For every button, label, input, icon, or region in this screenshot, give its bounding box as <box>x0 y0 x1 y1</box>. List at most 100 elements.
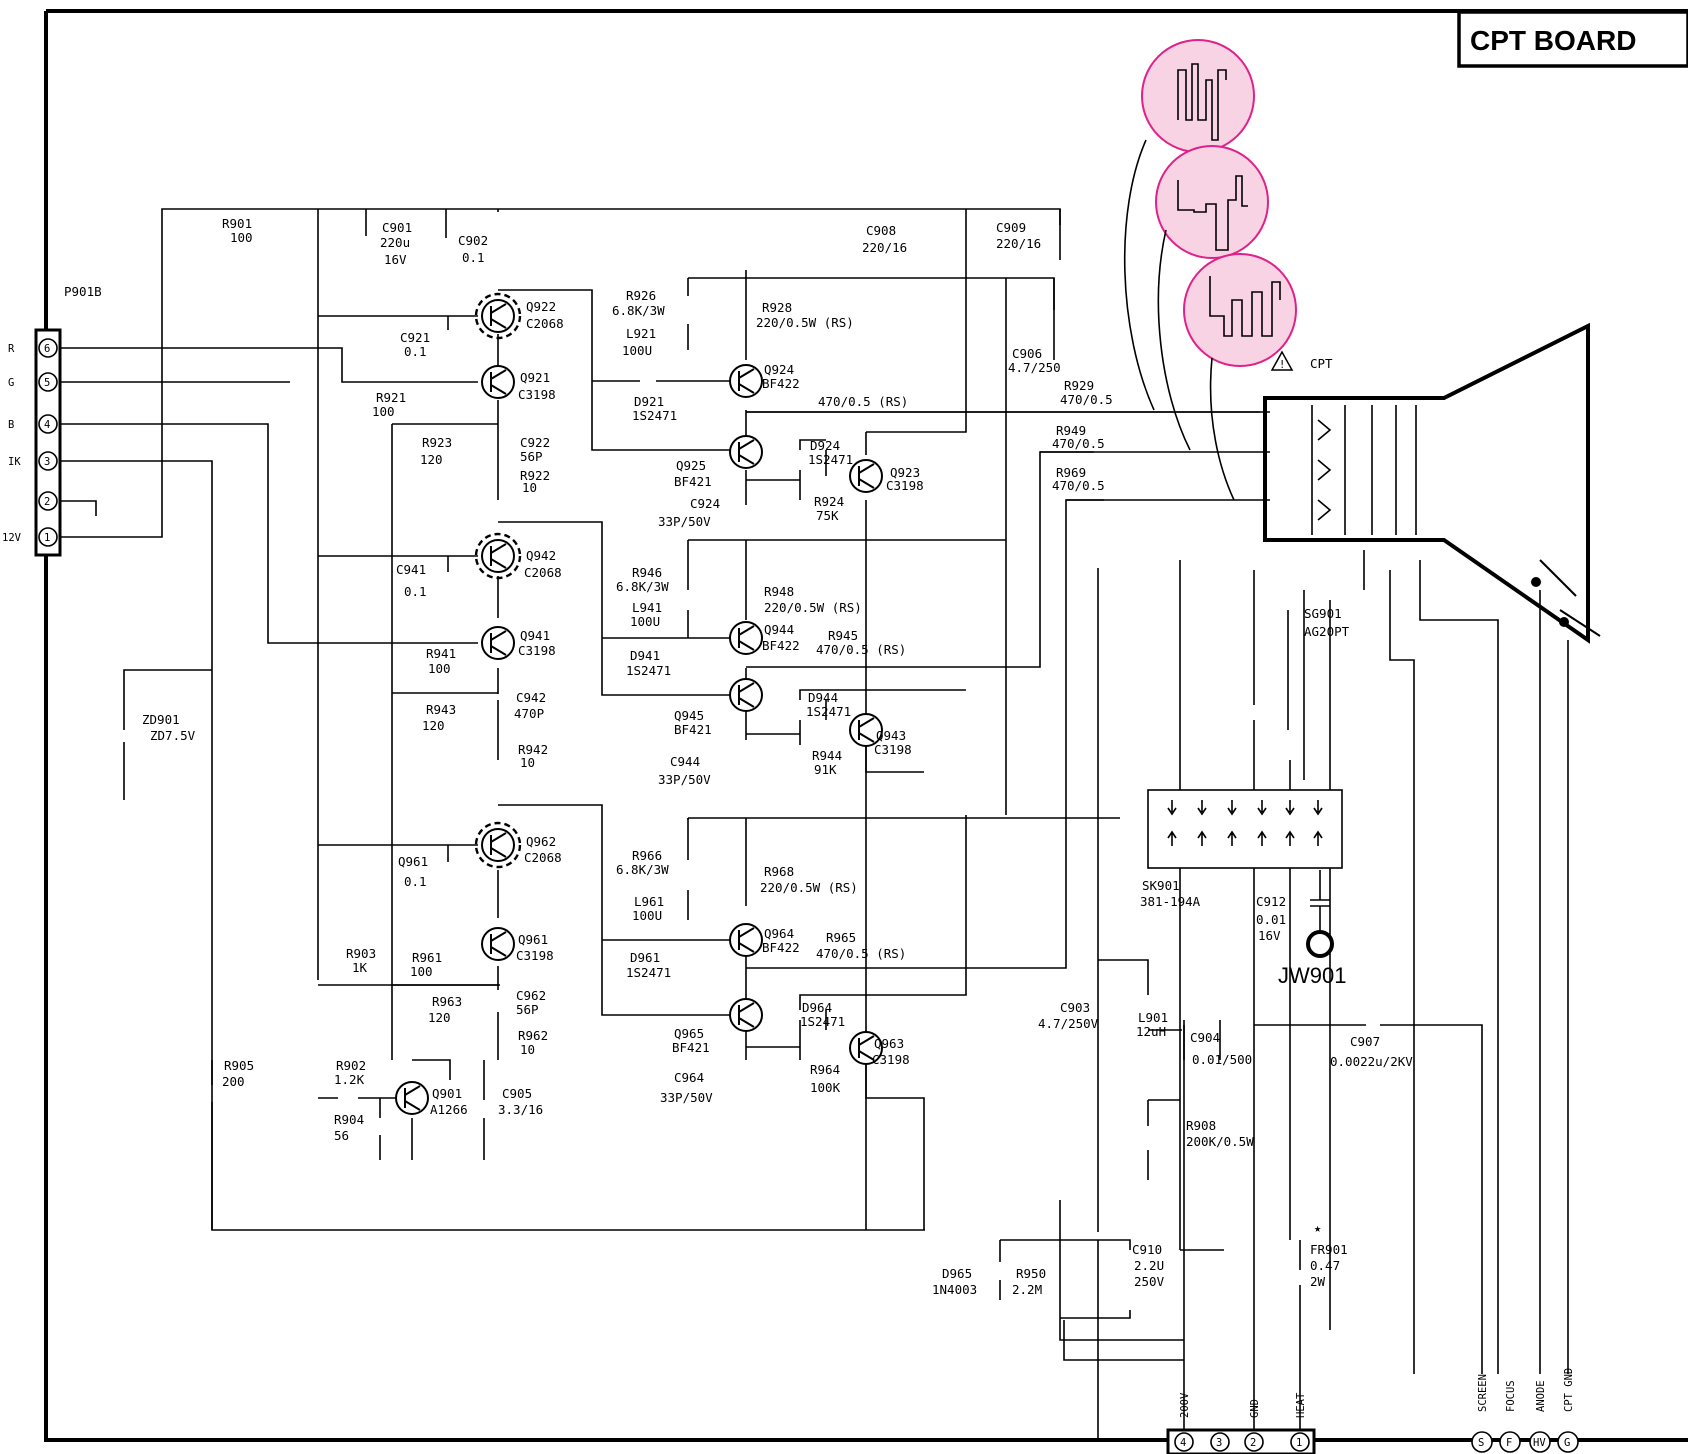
component-label: R946 <box>632 565 662 580</box>
component-label: C3198 <box>886 478 924 493</box>
component-label: 16V <box>1258 928 1281 943</box>
jw-label: JW901 <box>1278 963 1346 988</box>
socket-pin <box>1167 800 1177 846</box>
component-label: D941 <box>630 648 660 663</box>
component-label: 33P/50V <box>658 514 711 529</box>
component-label: C924 <box>690 496 720 511</box>
component-label: 12uH <box>1136 1024 1166 1039</box>
component-label: Q941 <box>520 628 550 643</box>
component-label: 470/0.5 <box>1052 436 1105 451</box>
component-label: Q901 <box>432 1086 462 1101</box>
component-label: Q921 <box>520 370 550 385</box>
component-label: 33P/50V <box>660 1090 713 1105</box>
svg-text:!: ! <box>1279 359 1285 371</box>
component-label: 1.2K <box>334 1072 365 1087</box>
component-label: Q922 <box>526 299 556 314</box>
component-label: 250V <box>1134 1274 1165 1289</box>
component-label: 470/0.5 <box>1052 478 1105 493</box>
component-label: Q925 <box>676 458 706 473</box>
component-label: 220/16 <box>862 240 907 255</box>
pin-number: 5 <box>44 377 50 389</box>
component-label: Q961 <box>398 854 428 869</box>
component-label: R963 <box>432 994 462 1009</box>
component-label: 0.1 <box>404 874 427 889</box>
component-label: C906 <box>1012 346 1042 361</box>
component-label: R901 <box>222 216 252 231</box>
transistor-symbol <box>481 927 515 961</box>
terminal-label: CPT GND <box>1563 1368 1575 1412</box>
terminal-symbol: F <box>1506 1437 1512 1449</box>
component-label: 100 <box>372 404 395 419</box>
pin-number: 6 <box>44 343 50 355</box>
component-label: 3.3/16 <box>498 1102 543 1117</box>
component-label: R950 <box>1016 1266 1046 1281</box>
component-label: C941 <box>396 562 426 577</box>
component-label: 56P <box>516 1002 539 1017</box>
component-label: 220/16 <box>996 236 1041 251</box>
component-label: C942 <box>516 690 546 705</box>
component-label: R962 <box>518 1028 548 1043</box>
component-label: 200K/0.5W <box>1186 1134 1254 1149</box>
component-label: 470/0.5 (RS) <box>816 642 906 657</box>
component-label: R922 <box>520 468 550 483</box>
transistor-symbol <box>481 365 515 399</box>
component-label: R948 <box>764 584 794 599</box>
component-label: C904 <box>1190 1030 1220 1045</box>
component-label: 381-194A <box>1140 894 1201 909</box>
component-label: R929 <box>1064 378 1094 393</box>
transistor-symbol <box>729 923 763 957</box>
component-label: BF421 <box>674 722 712 737</box>
component-label: Q964 <box>764 926 794 941</box>
component-label: R905 <box>224 1058 254 1073</box>
component-label: 220u <box>380 235 410 250</box>
component-label: 4.7/250 <box>1008 360 1061 375</box>
terminal-circle <box>1499 1431 1521 1453</box>
transistor-symbol <box>849 459 883 493</box>
terminal-label: FOCUS <box>1505 1380 1517 1412</box>
pin-circle <box>38 491 58 511</box>
component-label: C3198 <box>874 742 912 757</box>
socket-pin <box>1227 800 1237 846</box>
terminal-label: ANODE <box>1535 1380 1547 1412</box>
component-label: 75K <box>816 508 839 523</box>
component-label: C2068 <box>524 565 562 580</box>
bottom-pin-label: HEAT <box>1295 1392 1307 1418</box>
pin-label: B <box>8 419 14 431</box>
waveform-blue <box>1183 253 1297 367</box>
pin-circle <box>38 372 58 392</box>
component-label: C912 <box>1256 894 1286 909</box>
component-label: Q923 <box>890 465 920 480</box>
bottom-pin-label: GND <box>1249 1399 1261 1418</box>
pin-circle <box>38 527 58 547</box>
component-label: AG20PT <box>1304 624 1350 639</box>
component-label: R943 <box>426 702 456 717</box>
transistors <box>395 292 883 1115</box>
component-label: 100 <box>428 661 451 676</box>
component-label: 33P/50V <box>658 772 711 787</box>
pin-circle <box>38 414 58 434</box>
bottom-pin-circle <box>1290 1432 1310 1452</box>
component-label: 470/0.5 <box>1060 392 1113 407</box>
socket-pin <box>1257 800 1267 846</box>
component-label: 16V <box>384 252 407 267</box>
component-label: R908 <box>1186 1118 1216 1133</box>
pin-number: 4 <box>44 419 50 431</box>
component-label: 6.8K/3W <box>616 579 669 594</box>
component-label: R924 <box>814 494 844 509</box>
component-label: D944 <box>808 690 838 705</box>
component-label: Q961 <box>518 932 548 947</box>
component-label: C2068 <box>524 850 562 865</box>
wiring <box>60 208 1569 1440</box>
transistor-leads <box>490 303 507 329</box>
component-label: 470/0.5 (RS) <box>818 394 908 409</box>
component-label: 0.0022u/2KV <box>1330 1054 1413 1069</box>
component-label: FR901 <box>1310 1242 1348 1257</box>
component-label: D964 <box>802 1000 832 1015</box>
component-label: R942 <box>518 742 548 757</box>
component-label: C3198 <box>872 1052 910 1067</box>
component-label: 2W <box>1310 1274 1326 1289</box>
component-label: L901 <box>1138 1010 1168 1025</box>
component-label: 100 <box>230 230 253 245</box>
